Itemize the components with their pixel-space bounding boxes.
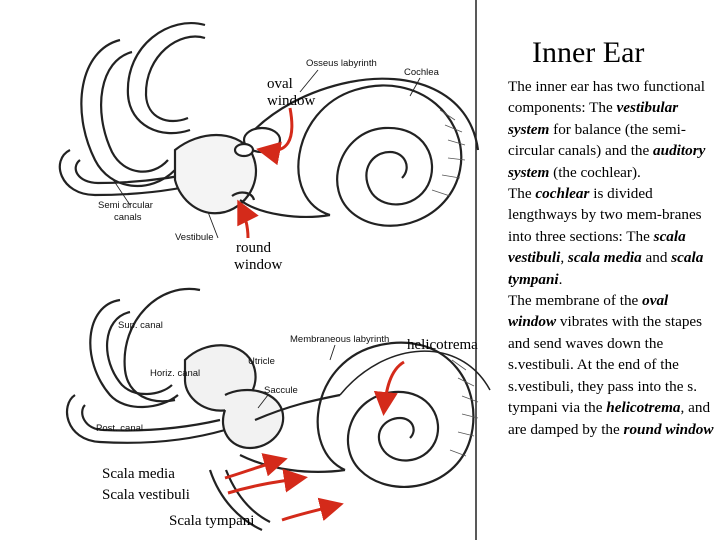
text-run: , and are damped by the <box>508 399 711 438</box>
text-run: . <box>558 270 563 288</box>
bottom-leader-lines <box>257 344 336 409</box>
text-run: for balance (the semi-circular canals) a… <box>508 120 686 160</box>
text-run: The <box>508 185 536 203</box>
text-run: vibrates with the stapes and send waves … <box>508 313 703 417</box>
scala-vestibuli-label: Scala vestibuli <box>102 487 190 503</box>
sup-canal-label: Sup. canal <box>118 320 163 331</box>
osseous-labyrinth-drawing <box>58 22 480 227</box>
text-run: The membrane of the <box>508 292 643 310</box>
description-text: The inner ear has two functional compone… <box>508 76 718 440</box>
paragraph-function: The membrane of the oval window vibrates… <box>508 290 718 440</box>
membraneous-labyrinth-label: Membraneous labyrinth <box>290 334 390 345</box>
oval-window-label-line1: oval <box>267 76 293 92</box>
emphasis-term: helicotrema <box>606 399 681 417</box>
round-window-arrow <box>237 199 259 239</box>
emphasis-term: scala vestibuli <box>508 227 686 267</box>
saccule-label: Saccule <box>264 385 298 396</box>
emphasis-term: round window <box>623 420 714 438</box>
round-window-label-line2: window <box>234 257 283 273</box>
round-window-label-line1: round <box>236 240 271 256</box>
text-run: and <box>641 249 672 267</box>
osseus-labyrinth-label: Osseus labyrinth <box>306 58 377 69</box>
emphasis-term: scala media <box>567 249 642 267</box>
page-title: Inner Ear <box>532 36 645 69</box>
scala-tympani-arrow <box>281 497 344 522</box>
paragraph-components: The inner ear has two functional compone… <box>508 76 718 183</box>
oval-window-label-line2: window <box>267 93 316 109</box>
vestibule-label: Vestibule <box>175 232 214 243</box>
emphasis-term: auditory system <box>508 142 706 181</box>
post-canal-label: Post. canal <box>96 423 143 434</box>
emphasis-term: scala tympani <box>508 249 704 288</box>
semicircular-canals-label-line2: canals <box>114 212 142 223</box>
semicircular-canals-label-line1: Semi circular <box>98 200 153 211</box>
scala-media-arrow <box>224 453 288 480</box>
scala-vestibuli-arrow <box>227 468 308 495</box>
top-leader-lines <box>111 69 421 239</box>
scala-media-label: Scala media <box>102 466 175 482</box>
oval-window-arrow <box>256 107 294 166</box>
text-run: (the cochlear). <box>549 163 641 181</box>
utricle-label: Utricle <box>248 356 275 367</box>
horiz-canal-label: Horiz. canal <box>150 368 201 379</box>
scala-tympani-label: Scala tympani <box>169 513 255 529</box>
helicotrema-label: helicotrema <box>407 337 478 353</box>
membranous-labyrinth-drawing <box>66 287 491 532</box>
paragraph-cochlear: The cochlear is divided lengthways by tw… <box>508 183 718 290</box>
text-run: is divided lengthways by two mem-branes … <box>508 185 702 245</box>
text-run: The inner ear has two functional compone… <box>508 78 705 117</box>
emphasis-term: cochlear <box>535 185 590 203</box>
emphasis-term: vestibular system <box>508 99 679 138</box>
text-run: , <box>560 249 568 267</box>
helicotrema-arrow <box>373 360 405 416</box>
cochlea-label: Cochlea <box>404 67 439 78</box>
emphasis-term: oval window <box>508 292 669 331</box>
